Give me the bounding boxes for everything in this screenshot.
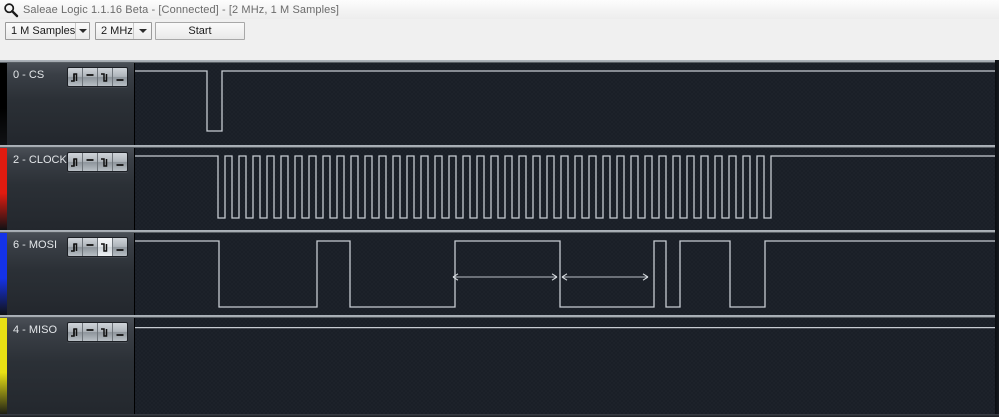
trigger-button-group xyxy=(67,152,128,172)
falling-edge-trigger-button[interactable] xyxy=(98,323,113,341)
waveform-pane-clock[interactable] xyxy=(135,148,999,230)
low-level-trigger-button[interactable] xyxy=(113,153,127,171)
sample-rate-dropdown[interactable]: 2 MHz xyxy=(95,22,152,40)
channel-divider xyxy=(0,230,999,233)
falling-edge-trigger-button[interactable] xyxy=(98,238,113,256)
channel-name: 6 - MOSI xyxy=(13,239,58,251)
measurement-arrow xyxy=(453,274,557,280)
channel-row-miso: 4 - MISO xyxy=(0,315,999,417)
waveform-trace xyxy=(135,148,999,230)
low-level-trigger-button[interactable] xyxy=(113,68,127,86)
search-logo-icon xyxy=(3,2,19,18)
channel-divider xyxy=(0,145,999,148)
high-level-trigger-button[interactable] xyxy=(83,153,98,171)
measurement-arrow xyxy=(562,274,648,280)
channel-label-panel[interactable]: 0 - CS xyxy=(0,63,135,145)
channel-name: 2 - CLOCK xyxy=(13,154,67,166)
channel-name: 0 - CS xyxy=(13,69,45,81)
channel-divider xyxy=(0,315,999,318)
waveform-trace xyxy=(135,63,999,145)
channel-color-indicator xyxy=(0,63,7,145)
chevron-down-icon[interactable] xyxy=(75,23,89,39)
falling-edge-trigger-button[interactable] xyxy=(98,153,113,171)
sample-count-value: 1 M Samples xyxy=(11,25,76,37)
channel-color-indicator xyxy=(0,318,7,417)
sample-count-dropdown[interactable]: 1 M Samples xyxy=(5,22,90,40)
start-button[interactable]: Start xyxy=(155,22,245,40)
rising-edge-trigger-button[interactable] xyxy=(68,68,83,86)
rising-edge-trigger-button[interactable] xyxy=(68,238,83,256)
low-level-trigger-button[interactable] xyxy=(113,323,127,341)
rising-edge-trigger-button[interactable] xyxy=(68,153,83,171)
waveform-trace xyxy=(135,318,999,417)
falling-edge-trigger-button[interactable] xyxy=(98,68,113,86)
high-level-trigger-button[interactable] xyxy=(83,323,98,341)
trigger-button-group xyxy=(67,67,128,87)
title-bar: Saleae Logic 1.1.16 Beta - [Connected] -… xyxy=(0,0,999,20)
vertical-scrollbar[interactable] xyxy=(995,60,999,417)
waveform-pane-mosi[interactable] xyxy=(135,233,999,315)
waveform-pane-cs[interactable] xyxy=(135,63,999,145)
trigger-button-group xyxy=(67,322,128,342)
waveform-pane-miso[interactable] xyxy=(135,318,999,417)
analyzer-bottom-edge xyxy=(0,414,999,417)
high-level-trigger-button[interactable] xyxy=(83,68,98,86)
channel-name: 4 - MISO xyxy=(13,324,58,336)
channel-label-panel[interactable]: 2 - CLOCK xyxy=(0,148,135,230)
toolbar: 1 M Samples 2 MHz Start xyxy=(0,19,999,61)
channel-label-panel[interactable]: 6 - MOSI xyxy=(0,233,135,315)
channel-divider xyxy=(0,60,999,63)
trigger-button-group xyxy=(67,237,128,257)
channel-label-panel[interactable]: 4 - MISO xyxy=(0,318,135,417)
channel-row-cs: 0 - CS xyxy=(0,60,999,145)
channel-row-mosi: 6 - MOSI xyxy=(0,230,999,315)
chevron-down-icon[interactable] xyxy=(133,23,151,39)
high-level-trigger-button[interactable] xyxy=(83,238,98,256)
low-level-trigger-button[interactable] xyxy=(113,238,127,256)
channel-color-indicator xyxy=(0,233,7,315)
rising-edge-trigger-button[interactable] xyxy=(68,323,83,341)
sample-rate-value: 2 MHz xyxy=(101,25,133,37)
channel-row-clock: 2 - CLOCK xyxy=(0,145,999,230)
waveform-analyzer: 0 - CS 2 - CLOCK 6 - MOSI 4 - MISO xyxy=(0,60,999,417)
waveform-trace xyxy=(135,233,999,315)
window-title: Saleae Logic 1.1.16 Beta - [Connected] -… xyxy=(23,3,340,16)
channel-color-indicator xyxy=(0,148,7,230)
